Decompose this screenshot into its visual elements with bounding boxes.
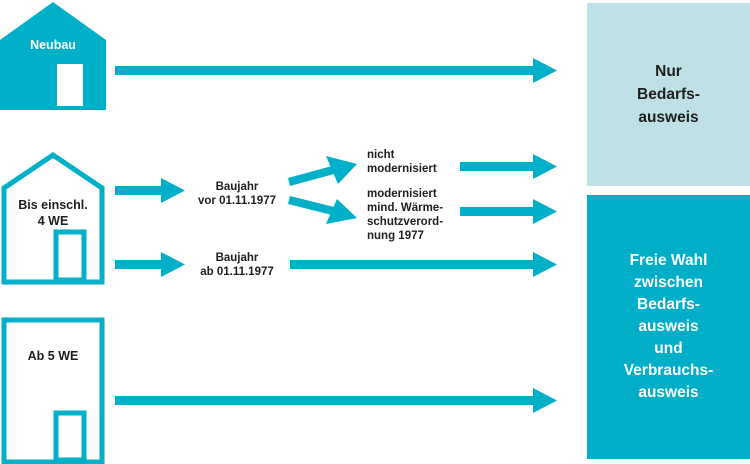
house-small-label: Bis einschl. 4 WE (18, 198, 88, 228)
arrow-modernized-to-choice (460, 199, 557, 224)
arrows (115, 58, 557, 413)
arrow-neubau-to-demand (115, 58, 557, 83)
arrow-after-to-choice (290, 252, 557, 277)
arrow-small-to-before (115, 178, 185, 203)
house-neubau-label: Neubau (30, 38, 76, 52)
arrow-small-to-after (115, 252, 185, 277)
house-large-icon (1, 317, 105, 464)
outcome-free-choice-box: Freie Wahl zwischen Bedarfs- ausweis und… (587, 195, 750, 459)
arrow-before-to-modernized (288, 196, 357, 224)
arrow-before-to-not-modernized (288, 156, 357, 186)
outcome-demand-only-box: Nur Bedarfs- ausweis (587, 3, 750, 186)
condition-modernized-label: modernisiert mind. Wärme- schutzverord- … (367, 188, 444, 242)
condition-after-label: Baujahr ab 01.11.1977 (200, 252, 274, 278)
arrow-not-modernized-to-demand (460, 154, 557, 179)
arrow-large-to-choice (115, 388, 557, 413)
condition-before-label: Baujahr vor 01.11.1977 (197, 181, 276, 207)
house-large-label: Ab 5 WE (27, 349, 79, 363)
condition-not-modernized-label: nicht modernisiert (367, 149, 437, 175)
house-small-icon (1, 151, 105, 285)
house-neubau-icon (0, 2, 106, 110)
